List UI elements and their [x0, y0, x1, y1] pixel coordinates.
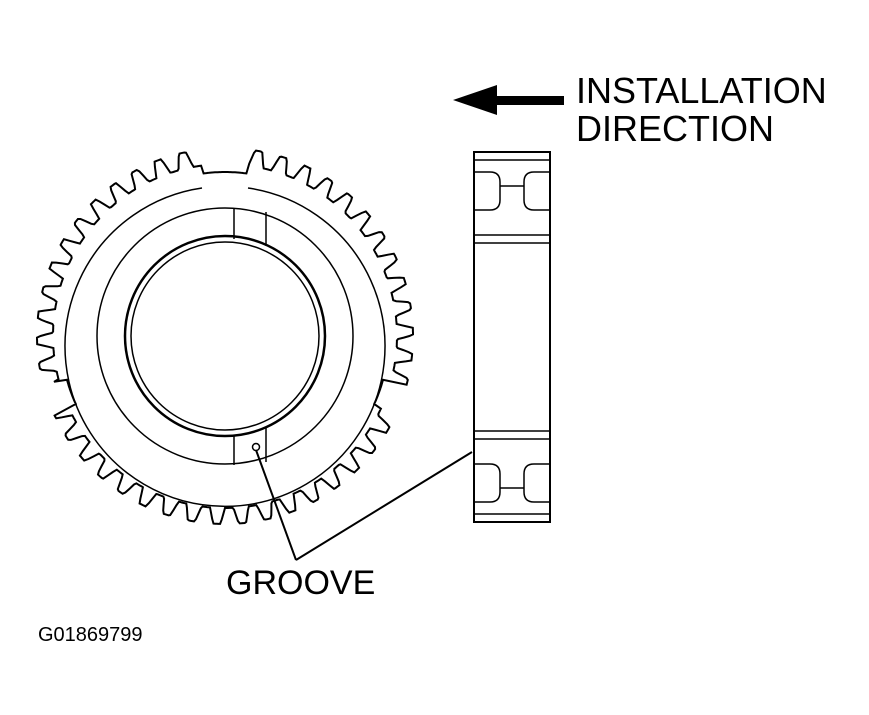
arrow-left-icon [453, 85, 497, 115]
side-tooth-detail [523, 171, 550, 211]
gear-front-view [36, 149, 414, 525]
installation-direction-label: INSTALLATION DIRECTION [576, 72, 827, 148]
installation-arrow [453, 85, 564, 115]
installation-label-line1: INSTALLATION [576, 70, 827, 111]
arrow-shaft [492, 96, 564, 105]
groove-leader-lines [255, 449, 473, 561]
installation-label-line2: DIRECTION [576, 108, 774, 149]
leader-line-side [295, 451, 473, 561]
gear-hub-ring [96, 207, 354, 465]
side-tooth-detail [474, 463, 501, 503]
side-tooth-detail [523, 463, 550, 503]
figure-id-label: G01869799 [38, 624, 143, 646]
gear-teeth-outline [36, 149, 414, 525]
gear-bore-outer [123, 234, 327, 438]
side-tooth-detail [474, 171, 501, 211]
leader-line-front [255, 449, 297, 561]
gear-inner-ring [64, 187, 386, 508]
gear-bore-inner [130, 241, 320, 431]
gear-side-view [473, 151, 551, 523]
groove-label: GROOVE [226, 564, 376, 602]
side-body [473, 151, 551, 523]
